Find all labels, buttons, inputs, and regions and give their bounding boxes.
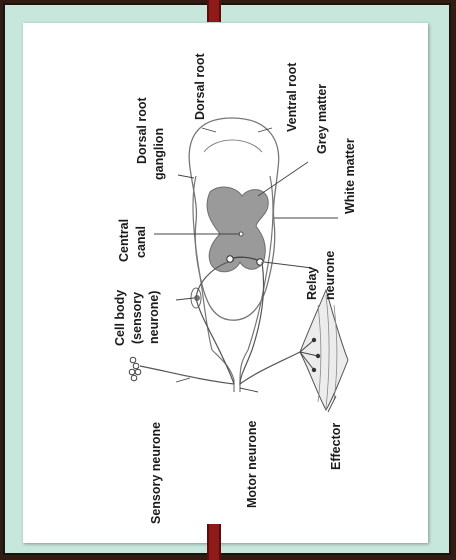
label-effector: Effector (329, 423, 343, 470)
label-dorsal-root: Dorsal root (193, 52, 207, 120)
label-motor-neurone: Motor neurone (245, 420, 259, 508)
label-cell-body-line1: Cell body (113, 290, 127, 346)
label-dorsal-root-ganglion-line2: ganglion (152, 128, 166, 180)
label-relay-neurone-line2: neurone (323, 251, 337, 300)
relay-cell-body-1 (227, 256, 233, 262)
label-grey-matter: Grey matter (315, 84, 329, 154)
label-dorsal-root-ganglion-line1: Dorsal root (135, 96, 149, 164)
label-relay-neurone-line1: Relay (305, 267, 319, 300)
dorsal-fissure (204, 140, 262, 152)
effector-muscle (300, 290, 348, 410)
label-white-matter: White matter (343, 138, 357, 214)
label-cell-body-line3: neurone) (147, 291, 161, 344)
label-ventral-root: Ventral root (285, 62, 299, 132)
label-central-canal-line2: canal (134, 226, 148, 258)
motor-neurone-path (240, 262, 300, 384)
receptor-endings (129, 357, 141, 381)
spinal-nerve-trunk (212, 350, 234, 392)
label-sensory-neurone: Sensory neurone (149, 422, 163, 524)
label-cell-body-line2: (sensory (130, 292, 144, 344)
label-central-canal-line1: Central (117, 219, 131, 262)
